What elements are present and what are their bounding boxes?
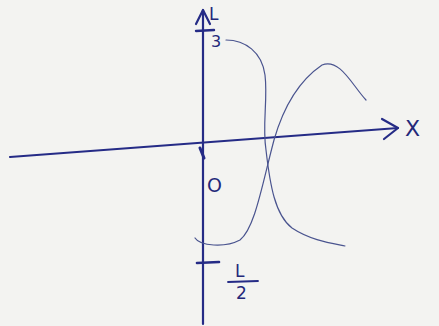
tick-mark [196, 30, 214, 31]
y-arrowhead [196, 10, 210, 24]
axis-value: L [235, 263, 244, 280]
axis-value: 2 [236, 285, 247, 302]
curve [195, 64, 366, 245]
y-axis [202, 10, 204, 324]
origin-mark [200, 148, 204, 158]
axis-value: L [209, 6, 218, 23]
fraction-bar [228, 281, 258, 282]
curve [226, 40, 345, 246]
x-arrowhead [382, 119, 398, 139]
origin-label: O [207, 176, 222, 195]
tick-mark [197, 262, 219, 263]
axis-value: 3 [211, 34, 221, 50]
axis-label: X [405, 118, 420, 140]
